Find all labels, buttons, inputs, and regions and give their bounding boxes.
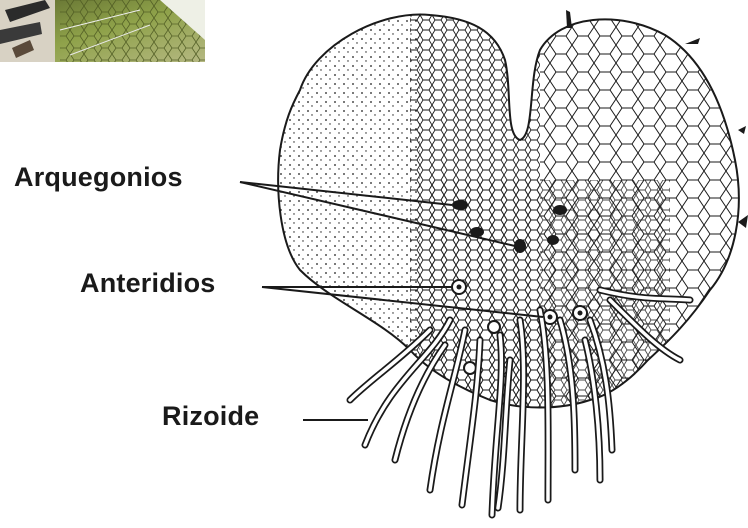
photo-inset <box>0 0 205 62</box>
label-rizoide: Rizoide <box>162 401 259 432</box>
label-arquegonios: Arquegonios <box>14 162 183 193</box>
label-anteridios: Anteridios <box>80 268 216 299</box>
